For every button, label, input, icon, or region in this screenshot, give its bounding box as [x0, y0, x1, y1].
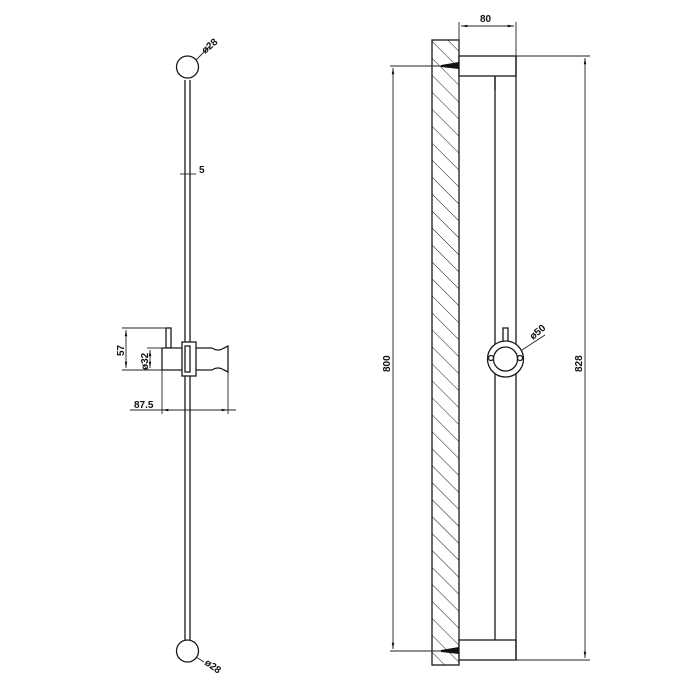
bottom-knob-dim-label: ø28 [202, 657, 223, 676]
handshower-holder [125, 327, 229, 377]
holder-height-dim: 57 [116, 327, 168, 371]
rail-width-label: 5 [199, 165, 205, 176]
bottom-bracket [441, 639, 517, 661]
bottom-wall-anchor [441, 647, 459, 654]
holder-diameter-label: ø32 [140, 352, 151, 370]
holder-depth-label: 87.5 [134, 400, 154, 411]
holder-diameter-dim: ø32 [140, 347, 162, 370]
wall-section [431, 39, 460, 666]
bottom-knob-leader [195, 656, 205, 663]
standoff-dim: 80 [458, 14, 517, 56]
bottom-end-knob [175, 639, 200, 663]
front-view: ø28 ø28 5 57 [116, 37, 236, 677]
top-bracket [441, 55, 517, 90]
holder-depth-dim: 87.5 [130, 370, 236, 414]
holder-ring: ø50 [486, 323, 549, 378]
ring-leader [521, 334, 546, 351]
fixing-span-dim: 800 [382, 65, 441, 652]
rail-width-dim: 5 [180, 165, 205, 176]
fixing-span-label: 800 [382, 355, 393, 372]
top-wall-anchor [441, 62, 459, 69]
top-knob-leader [195, 45, 211, 61]
overall-length-dim: 828 [516, 55, 590, 661]
overall-length-label: 828 [574, 355, 585, 372]
top-end-knob [175, 55, 200, 79]
ring-dim-label: ø50 [528, 323, 549, 343]
side-view: ø50 80 800 828 [382, 14, 590, 666]
holder-height-label: 57 [116, 344, 127, 356]
standoff-label: 80 [480, 14, 492, 25]
